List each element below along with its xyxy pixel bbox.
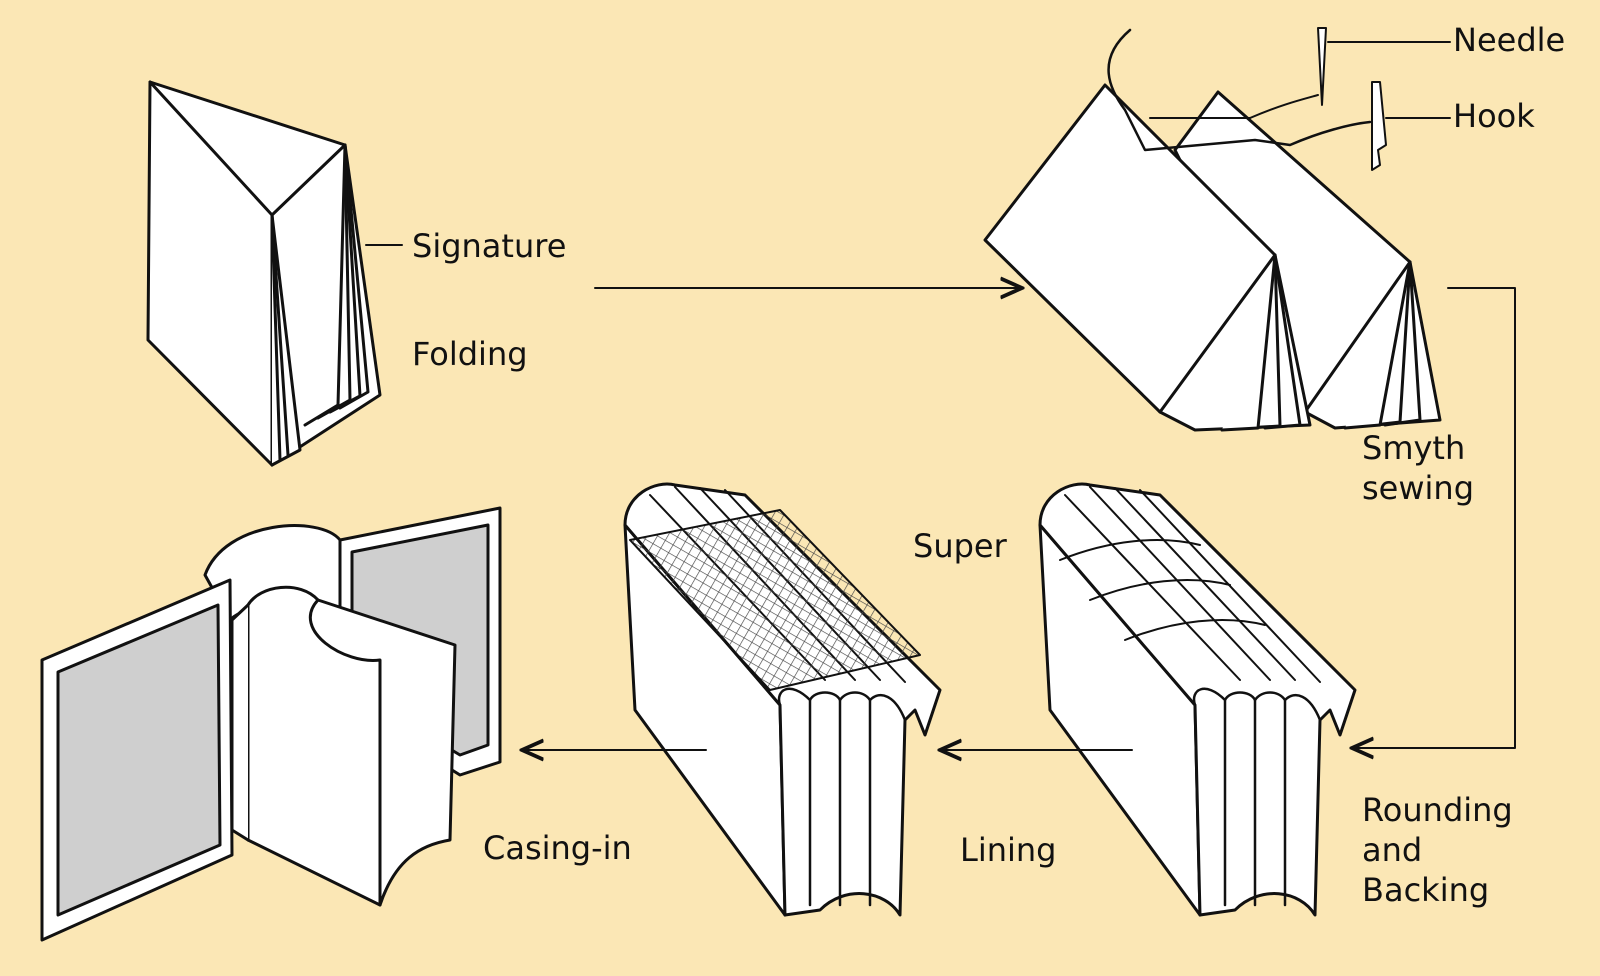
rounding-backing-line-2: and [1362,831,1423,869]
needle-label: Needle [1453,21,1566,59]
casing-in-label: Casing-in [483,829,632,867]
lining-illustration [623,482,942,917]
smyth-sewing-label: Smyth sewing [1362,428,1474,508]
signature-label: Signature [412,227,567,265]
folding-label: Folding [412,335,528,373]
rounding-backing-line-1: Rounding [1362,791,1513,829]
flow-arrows [522,288,1516,750]
signature-illustration [146,80,403,467]
casing-in-illustration [40,506,502,942]
rounding-backing-illustration [1038,482,1357,917]
lining-label: Lining [960,831,1057,869]
smyth-sewing-line-1: Smyth [1362,429,1466,467]
rounding-backing-line-3: Backing [1362,871,1490,909]
hook-label: Hook [1453,97,1535,135]
smyth-sewing-line-2: sewing [1362,469,1475,507]
smyth-sewing-illustration [983,27,1451,432]
super-label: Super [913,527,1007,565]
rounding-backing-label: Rounding and Backing [1362,790,1513,910]
